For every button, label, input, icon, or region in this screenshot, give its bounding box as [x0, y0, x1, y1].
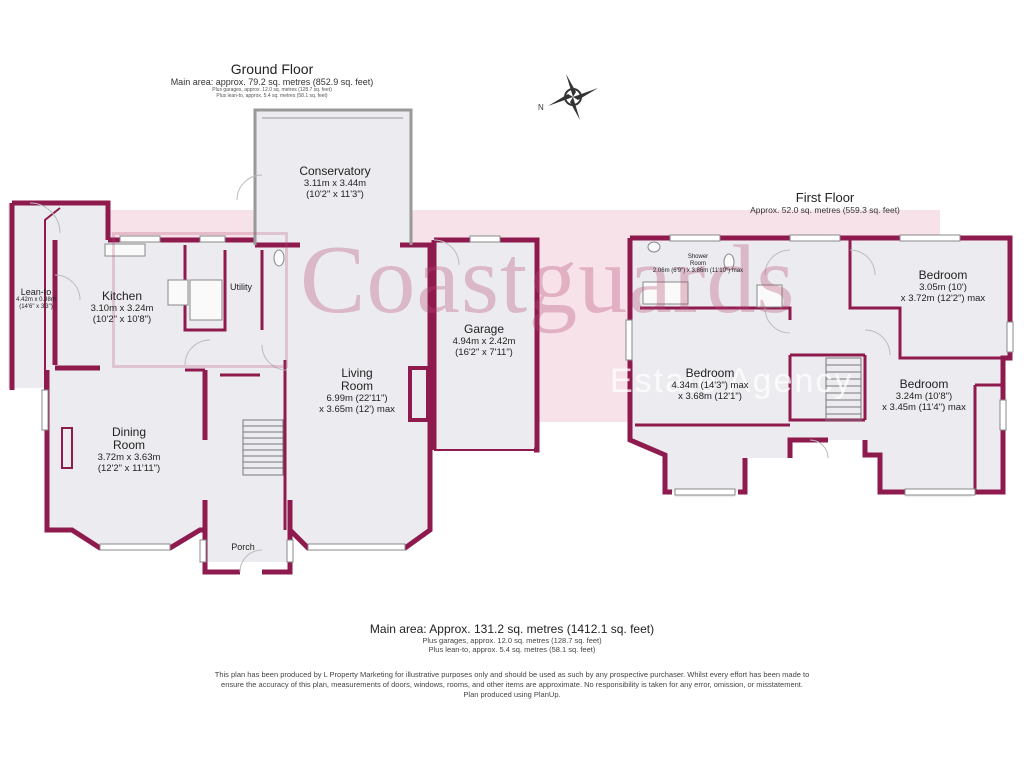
disclaimer-line-3: Plan produced using PlanUp. — [463, 690, 561, 699]
room-lean-to: Lean-to 4.42m x 0.98m (14'6" x 3'3") — [16, 287, 56, 311]
disclaimer: This plan has been produced by L Propert… — [150, 670, 874, 700]
room-utility: Utility — [230, 282, 252, 292]
disclaimer-line-1: This plan has been produced by L Propert… — [214, 670, 810, 679]
room-name: Bedroom — [685, 366, 735, 380]
room-garage: Garage 4.94m x 2.42m (16'2" x 7'11") — [452, 322, 516, 359]
total-lean-to: Plus lean-to, approx. 5.4 sq. metres (58… — [428, 645, 596, 654]
area-totals: Main area: Approx. 131.2 sq. metres (141… — [0, 622, 1024, 654]
floor-fill — [8, 110, 1010, 562]
room-dim-ft: x 3.45m (11'4") max — [882, 402, 966, 413]
room-bedroom-2: Bedroom 4.34m (14'3") max x 3.68m (12'1"… — [671, 366, 749, 403]
room-name: Lean-to — [20, 287, 52, 297]
room-bedroom-1: Bedroom 3.05m (10') x 3.72m (12'2") max — [900, 268, 986, 305]
first-floor-area: Approx. 52.0 sq. metres (559.3 sq. feet) — [750, 205, 900, 215]
first-floor-header: First Floor Approx. 52.0 sq. metres (559… — [720, 190, 930, 215]
walls — [9, 200, 1013, 575]
room-name: Utility — [230, 282, 252, 292]
room-name: Kitchen — [101, 289, 143, 303]
room-dim-ft: (10'2" x 10'8") — [92, 314, 152, 325]
total-garages: Plus garages, approx. 12.0 sq. metres (1… — [422, 636, 602, 645]
door-swings — [29, 174, 891, 573]
room-name: Conservatory — [299, 164, 371, 178]
room-dim-m: 3.11m x 3.44m — [303, 178, 367, 189]
room-dim-ft: (12'2" x 11'11") — [97, 463, 161, 474]
room-kitchen: Kitchen 3.10m x 3.24m (10'2" x 10'8") — [90, 289, 154, 326]
ground-floor-header: Ground Floor Main area: approx. 79.2 sq.… — [150, 61, 394, 99]
room-shower-room: Shower Room 2.06m (6'9") x 3.86m (11'10"… — [653, 254, 743, 275]
room-name-1: Shower — [687, 254, 709, 260]
total-main-area: Main area: Approx. 131.2 sq. metres (141… — [369, 622, 655, 636]
first-floor-title: First Floor — [795, 190, 855, 205]
room-name: Bedroom — [899, 377, 949, 391]
room-living-room: Living Room 6.99m (22'11") x 3.65m (12')… — [319, 366, 395, 416]
ground-floor-lean-to: Plus lean-to, approx. 5.4 sq. metres (58… — [216, 93, 328, 99]
windows — [41, 234, 1014, 563]
room-name: Garage — [463, 322, 505, 336]
room-name-1: Living — [341, 366, 373, 380]
watermark-logo-frame — [112, 232, 288, 368]
room-name-2: Room — [340, 379, 374, 393]
room-dim-m: 3.72m x 3.63m — [97, 452, 161, 463]
room-dim-m: 6.99m (22'11") — [326, 393, 388, 404]
room-dim-m: 3.24m (10'8") — [895, 391, 953, 402]
compass-icon: N — [538, 74, 598, 120]
room-name-1: Dining — [111, 425, 147, 439]
ground-floor-garages: Plus garages, approx. 12.0 sq. metres (1… — [212, 87, 332, 93]
watermark-brand: Coastguards — [300, 226, 796, 334]
conservatory-walls — [253, 108, 413, 245]
room-name-2: Room — [112, 438, 145, 452]
room-dining-room: Dining Room 3.72m x 3.63m (12'2" x 11'11… — [97, 425, 161, 475]
ground-floor-area: Main area: approx. 79.2 sq. metres (852.… — [170, 77, 374, 87]
disclaimer-line-2: ensure the accuracy of this plan, measur… — [221, 680, 803, 689]
room-dim-m: 4.94m x 2.42m — [452, 336, 516, 347]
compass-label: N — [538, 103, 544, 112]
room-dim-ft: (10'2" x 11'3") — [306, 189, 364, 200]
ground-floor-title: Ground Floor — [230, 61, 314, 77]
room-dim-ft: (16'2" x 7'11") — [455, 347, 513, 358]
fixtures — [104, 241, 783, 321]
room-dim-ft: (14'6" x 3'3") — [19, 304, 53, 310]
room-name: Bedroom — [918, 268, 968, 282]
room-dim-ft: x 3.68m (12'1") — [678, 391, 742, 402]
room-name-2: Room — [689, 261, 707, 267]
room-dim-m: 4.34m (14'3") max — [671, 380, 749, 391]
room-dim-ft: x 3.65m (12') max — [319, 404, 395, 415]
room-conservatory: Conservatory 3.11m x 3.44m (10'2" x 11'3… — [299, 164, 371, 201]
room-dim-m: 3.10m x 3.24m — [90, 303, 154, 314]
stairs — [242, 357, 862, 476]
room-dim-m: 3.05m (10') — [919, 282, 967, 293]
room-dim-ft: x 3.72m (12'2") max — [900, 293, 986, 304]
room-name: Porch — [231, 542, 255, 552]
room-bedroom-3: Bedroom 3.24m (10'8") x 3.45m (11'4") ma… — [882, 377, 966, 414]
room-dim-m: 4.42m x 0.98m — [16, 297, 56, 303]
room-porch: Porch — [231, 542, 255, 552]
room-dim: 2.06m (6'9") x 3.86m (11'10") max — [652, 268, 744, 274]
watermark-sub: Estate Agency — [610, 362, 854, 400]
